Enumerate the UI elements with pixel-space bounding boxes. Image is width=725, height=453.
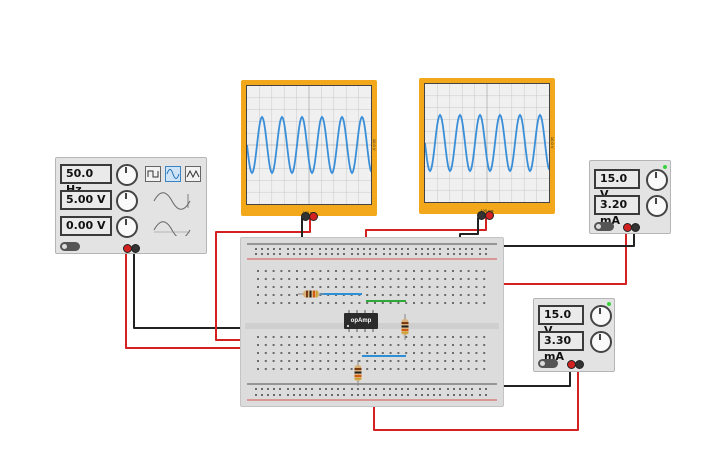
- voltage-display: 15.0 V: [594, 169, 640, 201]
- sine-trace: [247, 115, 371, 175]
- sine-trace: [425, 113, 549, 173]
- triangle-wave-icon: [186, 169, 200, 179]
- scope-screen: [246, 85, 372, 205]
- power-toggle[interactable]: [60, 242, 80, 251]
- square-wave-button[interactable]: [145, 166, 161, 182]
- power-led: [607, 302, 611, 306]
- negative-terminal[interactable]: [575, 360, 584, 369]
- scope-positive-terminal[interactable]: [309, 212, 318, 221]
- resistor-3[interactable]: [353, 360, 363, 386]
- dc-offset-display: 0.00 V: [60, 216, 112, 236]
- negative-terminal[interactable]: [131, 244, 140, 253]
- scope-trace: [425, 84, 549, 202]
- time-per-div-label: 100 ms: [480, 208, 493, 213]
- resistor-2[interactable]: [400, 314, 410, 340]
- oscilloscope-1[interactable]: 100 ms 10.0 V: [241, 80, 378, 221]
- square-wave-icon: [147, 170, 159, 178]
- triangle-wave-button[interactable]: [185, 166, 201, 182]
- frequency-knob[interactable]: [116, 164, 138, 186]
- scope-trace: [247, 86, 371, 204]
- sine-wave-button[interactable]: [165, 166, 181, 182]
- negative-terminal[interactable]: [631, 223, 640, 232]
- function-generator[interactable]: 50.0 Hz 5.00 V 0.00 V: [55, 157, 207, 254]
- scope-screen: [424, 83, 550, 203]
- scope-positive-terminal[interactable]: [485, 211, 494, 220]
- voltage-display: 15.0 V: [538, 305, 584, 337]
- power-toggle[interactable]: [538, 359, 558, 368]
- power-toggle[interactable]: [594, 222, 614, 231]
- current-knob[interactable]: [646, 195, 668, 217]
- current-display: 3.20 mA: [594, 195, 640, 227]
- resistor-1[interactable]: [298, 289, 324, 299]
- opamp-chip[interactable]: opAmp: [344, 313, 378, 329]
- oscilloscope-2[interactable]: 100 ms 10.0 V: [419, 78, 556, 220]
- power-supply-2[interactable]: 15.0 V 3.30 mA: [533, 298, 615, 372]
- voltage-knob[interactable]: [590, 305, 612, 327]
- power-supply-1[interactable]: 15.0 V 3.20 mA: [589, 160, 671, 234]
- time-per-div-label: 100 ms: [302, 210, 316, 215]
- amplitude-knob[interactable]: [116, 190, 138, 212]
- voltage-knob[interactable]: [646, 169, 668, 191]
- opamp-pins: [344, 310, 378, 332]
- current-knob[interactable]: [590, 331, 612, 353]
- dc-offset-knob[interactable]: [116, 216, 138, 238]
- amplitude-symbol-icon: [153, 192, 191, 210]
- amplitude-display: 5.00 V: [60, 190, 112, 210]
- sine-wave-icon: [166, 169, 180, 179]
- power-led: [663, 165, 667, 169]
- offset-symbol-icon: [153, 221, 191, 236]
